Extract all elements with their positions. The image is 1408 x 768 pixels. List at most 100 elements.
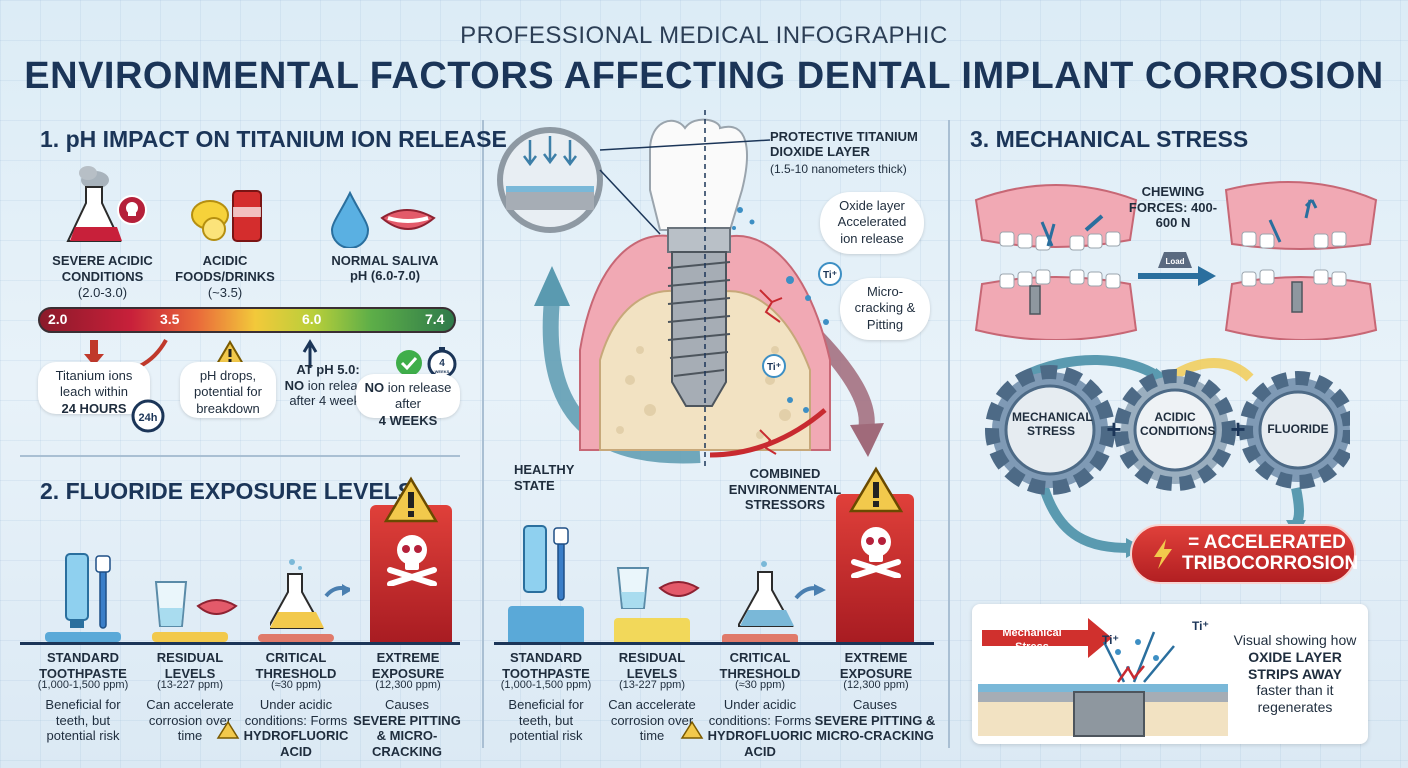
main-title: ENVIRONMENTAL FACTORS AFFECTING DENTAL I… <box>24 55 1384 97</box>
section3-title: 3. MECHANICAL STRESS <box>970 126 1249 152</box>
ion-label-2: Ti⁺ <box>767 362 781 373</box>
severe-acidic-value: (2.0-3.0) <box>77 285 128 300</box>
standard-toothpaste-label: STANDARD TOOTHPASTE <box>39 650 127 681</box>
ph-tick-7-4: 7.4 <box>425 311 445 327</box>
clock-sub: WEEKS <box>435 369 450 374</box>
fluoride-bar-critical <box>258 634 334 642</box>
small-warning-icon <box>216 720 240 739</box>
acidic-foods-label: ACIDIC FOODS/DRINKS <box>175 253 275 284</box>
center-critical-flask-icon <box>738 561 826 627</box>
ph-tick-6: 6.0 <box>302 311 322 327</box>
callout-oxide-layer: Oxide layer Accelerated ion release <box>820 192 924 254</box>
center-extreme-ppm: (12,300 ppm) <box>843 679 909 691</box>
ion-label-1: Ti⁺ <box>823 270 837 281</box>
section2-title: 2. FLUORIDE EXPOSURE LEVELS <box>40 478 414 504</box>
center-residual-label: RESIDUAL LEVELS <box>618 650 686 681</box>
center-extreme-warning-icon <box>848 466 904 513</box>
center-skull-icon <box>851 527 901 578</box>
svg-text:+: + <box>1230 414 1245 444</box>
acidic-foods-value: (~3.5) <box>207 285 243 300</box>
note-ph-5: AT pH 5.0:NO ion release after 4 weeks <box>284 362 372 409</box>
center-bar-residual <box>614 618 690 642</box>
mechanical-stress-arrow-line1: Mechanical <box>1002 627 1061 639</box>
section1-title: 1. pH IMPACT ON TITANIUM ION RELEASE <box>40 126 507 152</box>
timer-24h-text: 24h <box>139 412 158 424</box>
standard-toothpaste-desc: Beneficial for teeth, but potential risk <box>45 697 121 744</box>
residual-levels-desc: Can accelerate corrosion over time <box>146 697 234 744</box>
divider-left <box>482 120 484 748</box>
supertitle: PROFESSIONAL MEDICAL INFOGRAPHIC <box>460 22 948 49</box>
center-residual-ppm: (13-227 ppm) <box>618 679 686 691</box>
standard-toothpaste-ppm: (1,000-1,500 ppm) <box>37 679 129 691</box>
center-toothpaste-icon <box>523 525 569 601</box>
center-bar-critical <box>722 634 798 642</box>
residual-levels-ppm: (13-227 ppm) <box>156 679 224 691</box>
oxide-ion-label-1: Ti⁺ <box>1102 633 1119 647</box>
oxide-strip-visual: Mechanical Stress Ti⁺ Ti⁺ <box>978 618 1228 737</box>
ph-scale-bar <box>38 307 456 333</box>
normal-saliva-value: pH (6.0-7.0) <box>349 268 421 283</box>
center-residual-desc: Can accelerate corrosion over time <box>608 697 696 744</box>
gear-acidic-conditions: ACIDIC CONDITIONS <box>1140 410 1216 439</box>
critical-threshold-label: CRITICAL THRESHOLD <box>255 650 337 681</box>
oxide-ion-label-2: Ti⁺ <box>1192 619 1209 633</box>
gears-diagram: + + <box>985 354 1350 558</box>
load-weight-text: Load <box>1165 257 1184 266</box>
divider-section1-2 <box>20 455 460 457</box>
fluoride-bar-standard <box>45 632 121 642</box>
center-critical-ppm: (≈30 ppm) <box>734 679 786 691</box>
center-small-warning-icon <box>680 720 704 739</box>
jaw-illustrations: Load <box>974 181 1378 340</box>
divider-right <box>948 120 950 748</box>
lightning-icon <box>1154 539 1172 569</box>
ph-tick-3-5: 3.5 <box>160 311 180 327</box>
timer-24h-icon: 24h <box>131 399 165 433</box>
center-standard-desc: Beneficial for teeth, but potential risk <box>508 697 584 744</box>
combined-stressors-label: COMBINED ENVIRONMENTAL STRESSORS <box>728 466 842 513</box>
center-standard-label: STANDARD TOOTHPASTE <box>502 650 590 681</box>
critical-threshold-ppm: (≈30 ppm) <box>270 679 322 691</box>
accelerated-tribocorrosion-banner: = ACCELERATED TRIBOCORROSION <box>1130 524 1358 584</box>
protective-layer-sub: (1.5-10 nanometers thick) <box>770 162 907 176</box>
clock-number: 4 <box>439 358 445 369</box>
severe-acidic-label: SEVERE ACIDIC CONDITIONS <box>52 253 153 284</box>
oxide-strip-caption: Visual showing how OXIDE LAYER STRIPS AW… <box>1233 632 1357 716</box>
center-fluoride-baseline <box>494 642 934 645</box>
healthy-state-label: HEALTHY STATE <box>514 462 575 493</box>
ph-tick-2: 2.0 <box>48 311 68 327</box>
extreme-exposure-label: EXTREME EXPOSURE <box>371 650 445 681</box>
skull-crossbones-icon <box>387 535 437 586</box>
note-ph-drops: pH drops, potential for breakdown <box>180 362 276 418</box>
checkmark-icon <box>396 350 422 376</box>
gear-fluoride: FLUORIDE <box>1267 422 1329 436</box>
center-bar-standard <box>508 606 584 642</box>
lemon-soda-icon <box>191 190 262 242</box>
critical-flask-icon <box>270 559 350 629</box>
extreme-warning-icon <box>383 476 439 523</box>
center-standard-ppm: (1,000-1,500 ppm) <box>500 679 592 691</box>
svg-text:+: + <box>1106 414 1121 444</box>
toothpaste-toothbrush-icon <box>65 553 111 629</box>
protective-layer-title: PROTECTIVE TITANIUM DIOXIDE LAYER <box>770 129 918 159</box>
center-glass-lips-icon <box>616 567 700 609</box>
glass-lips-icon <box>154 581 238 627</box>
extreme-exposure-ppm: (12,300 ppm) <box>375 679 441 691</box>
acid-flask-icon <box>66 166 147 242</box>
chewing-forces-label: CHEWING FORCES: 400-600 N <box>1128 184 1218 231</box>
callout-micro-cracking: Micro-cracking & Pitting <box>840 278 930 340</box>
fluoride-bar-residual <box>152 632 228 642</box>
implant-diagram: Ti⁺ Ti⁺ <box>497 110 884 470</box>
center-extreme-label: EXTREME EXPOSURE <box>839 650 913 681</box>
center-critical-label: CRITICAL THRESHOLD <box>719 650 801 681</box>
gear-mechanical-stress: MECHANICAL STRESS <box>1012 410 1093 439</box>
saliva-drop-lips-icon <box>330 190 436 248</box>
fluoride-baseline <box>20 642 460 645</box>
normal-saliva-label: NORMAL SALIVA <box>331 253 439 268</box>
residual-levels-label: RESIDUAL LEVELS <box>156 650 224 681</box>
